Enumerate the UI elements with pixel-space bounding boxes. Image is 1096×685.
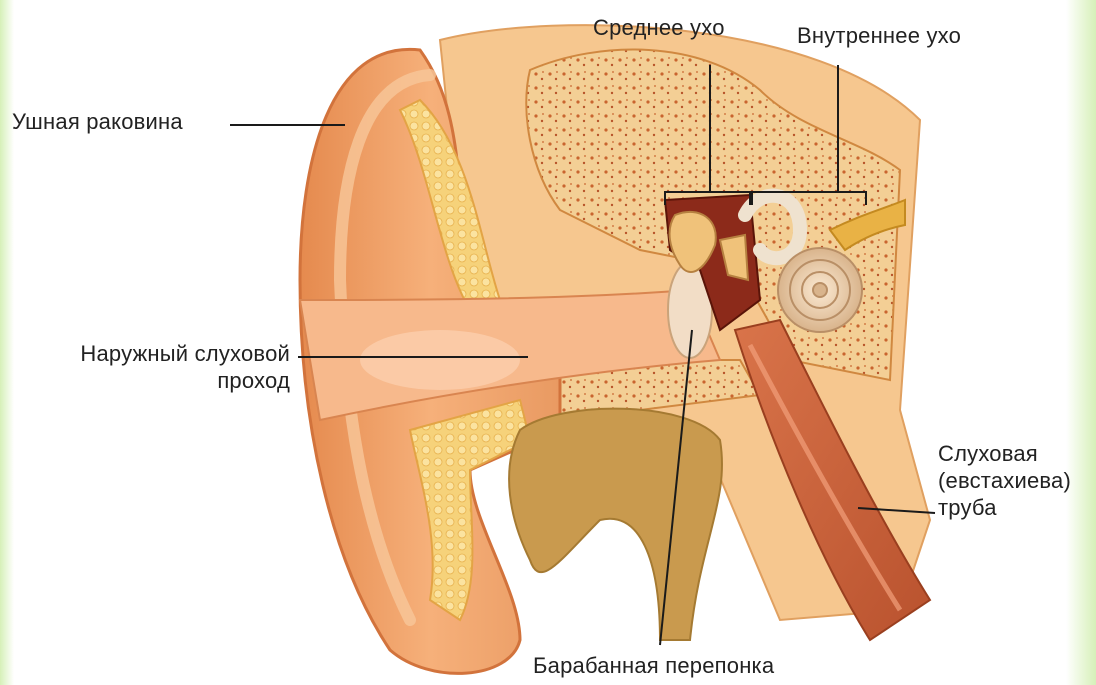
label-eardrum: Барабанная перепонка: [533, 652, 774, 679]
label-eustachian-line2: (евстахиева): [938, 467, 1071, 494]
label-ear-canal: Наружный слуховой проход: [40, 340, 290, 394]
label-inner-ear: Внутреннее ухо: [797, 22, 961, 49]
label-ear-canal-line1: Наружный слуховой: [40, 340, 290, 367]
label-eustachian-line3: труба: [938, 494, 1071, 521]
label-auricle: Ушная раковина: [12, 108, 183, 135]
label-ear-canal-line2: проход: [40, 367, 290, 394]
parotid-gland: [509, 409, 722, 640]
canal-highlight: [360, 330, 520, 390]
label-middle-ear: Среднее ухо: [593, 14, 725, 41]
label-eustachian-line1: Слуховая: [938, 440, 1071, 467]
label-eustachian-tube: Слуховая (евстахиева) труба: [938, 440, 1071, 521]
